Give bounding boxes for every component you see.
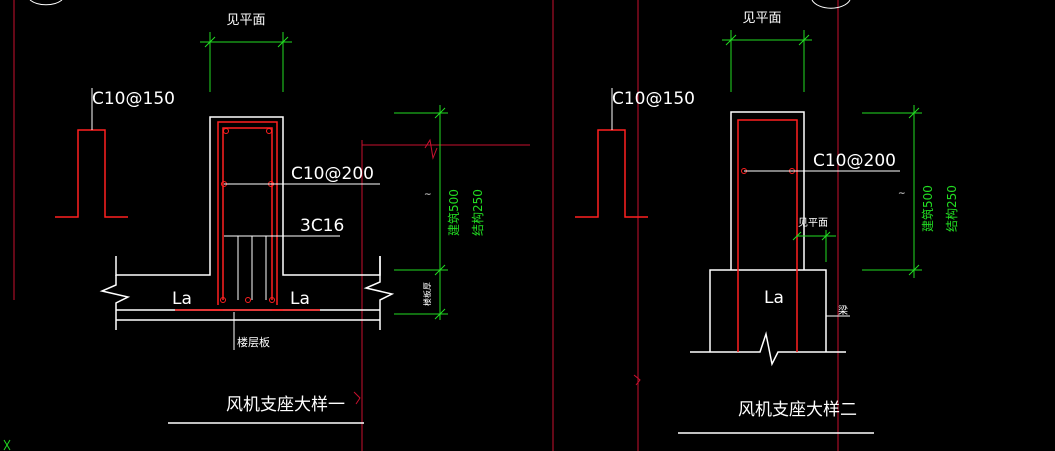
detail1-slab-label: 楼层板 [237,335,270,349]
detail1-tie-label: C10@200 [291,164,374,184]
detail-2: 见平面 见平面 [575,11,959,434]
detail2-see-plan-small: 见平面 [798,217,828,229]
detail2-right-dimension [862,105,922,278]
detail2-marker: ~ [898,189,906,199]
detail2-dim-upper-b: 结构250 [944,185,959,232]
detail1-dim-upper-b: 结构250 [470,189,485,236]
detail1-marker: ~ [424,190,432,200]
detail2-stirrup [737,119,798,352]
detail1-dim-lower: 楼板厚 [422,282,432,306]
detail2-anchor-label: La [764,288,784,308]
detail1-stirrup [217,121,278,305]
axis-bubble-1 [29,0,63,6]
detail1-rebar [175,121,320,311]
detail1-top-dimension [200,32,292,92]
detail2-title: 风机支座大样二 [738,400,857,420]
detail2-dim-upper-a: 建筑500 [920,185,935,232]
detail2-small-dimension [792,230,836,262]
detail1-dim-upper-a: 建筑500 [446,189,461,236]
detail2-beam-label: 梁 [838,304,848,317]
detail1-bars-label: 3C16 [300,216,344,236]
detail1-title: 风机支座大样一 [226,395,345,415]
detail1-leaders [224,183,380,350]
grid-lines [13,0,839,451]
detail2-see-plan-label: 见平面 [742,11,781,26]
detail2-top-dimension [722,30,812,92]
detail2-stirrup-label: C10@150 [612,89,695,109]
detail-1: 见平面 [55,13,485,424]
detail1-see-plan-label: 见平面 [226,13,265,28]
axis-bubbles [29,0,851,9]
break-mark-grid [424,138,438,160]
ucs-axis-icon [3,439,11,451]
detail2-tie-label: C10@200 [813,151,896,171]
detail1-stirrup-label: C10@150 [92,89,175,109]
detail1-anchor-right-label: La [290,289,310,309]
break-mark-grid-2 [633,374,641,386]
detail2-leaders [744,170,900,317]
detail2-stirrup-sketch [575,129,648,218]
detail2-support-outline [690,111,846,367]
detail1-right-dimension [394,105,448,320]
detail2-rebar [737,119,798,352]
detail1-stirrup-sketch [55,129,128,218]
axis-bubble-2 [811,0,851,9]
detail1-anchor-left-label: La [172,289,192,309]
break-mark-grid-3 [353,391,361,405]
detail1-stirrup-inner [222,127,273,300]
